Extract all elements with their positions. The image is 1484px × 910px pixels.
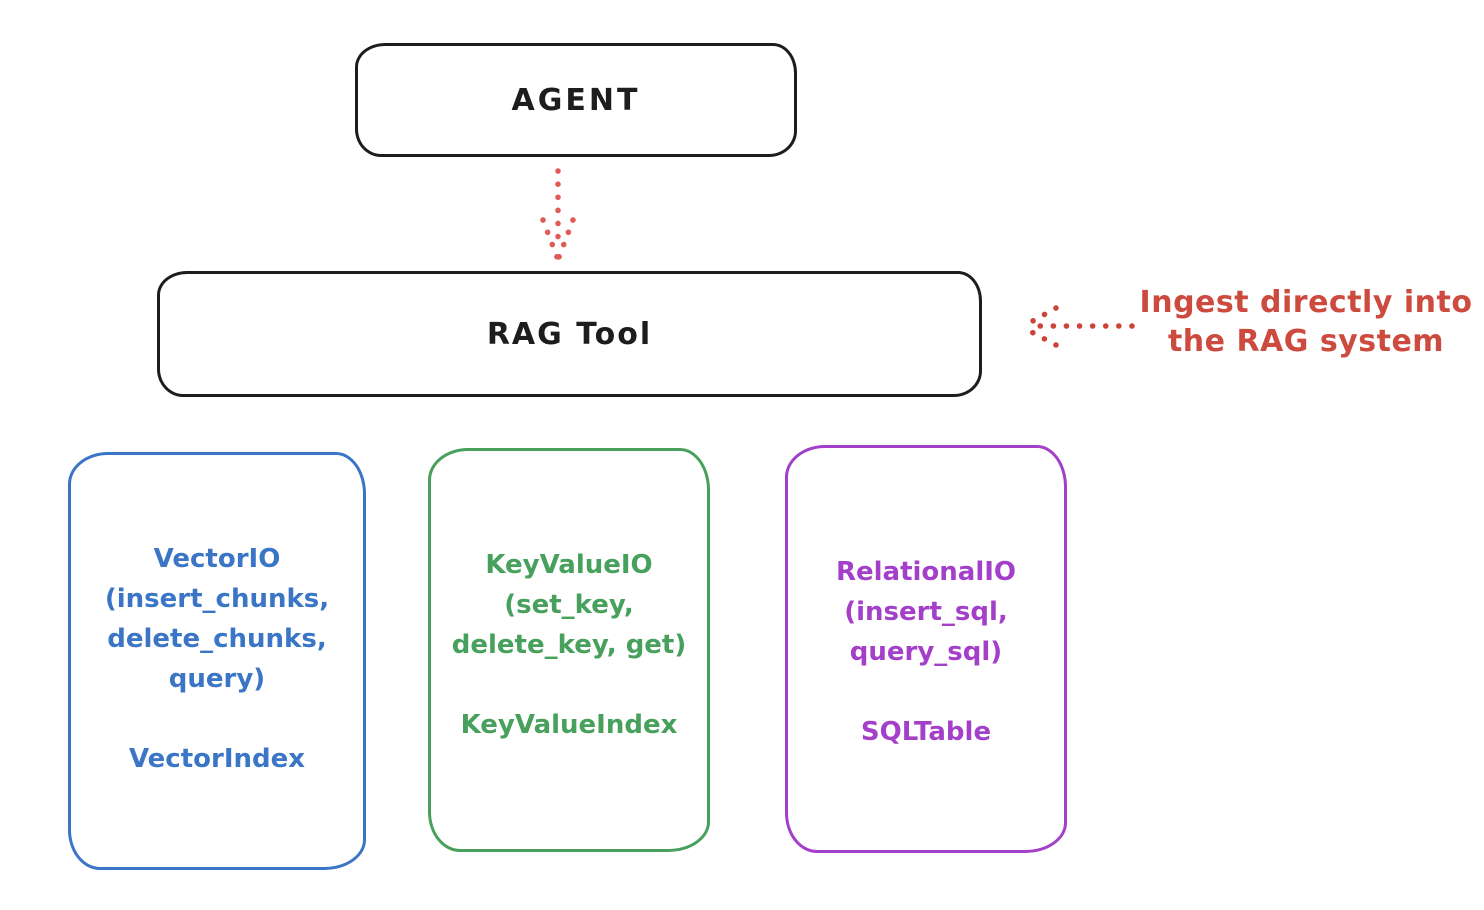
vector-io-line: (insert_chunks, bbox=[104, 584, 330, 614]
relational-io-line: RelationalIO bbox=[835, 557, 1017, 587]
agent-box: AGENT bbox=[355, 43, 797, 157]
keyvalue-io-line: KeyValueIO bbox=[485, 550, 653, 580]
vector-io-line: delete_chunks, bbox=[107, 624, 327, 654]
agent-box-label: AGENT bbox=[511, 82, 641, 118]
relational-io-box: RelationalIO (insert_sql, query_sql) SQL… bbox=[785, 445, 1067, 853]
relational-io-methods: RelationalIO (insert_sql, query_sql) bbox=[836, 552, 1016, 672]
sql-table-label: SQLTable bbox=[860, 717, 992, 747]
annotation-dotted-arrow-icon bbox=[1019, 305, 1135, 348]
keyvalue-index-label: KeyValueIndex bbox=[460, 710, 678, 740]
ingest-annotation-line1: Ingest directly into bbox=[1139, 285, 1473, 320]
rag-tool-box-label: RAG Tool bbox=[486, 316, 653, 352]
vector-io-box: VectorIO (insert_chunks, delete_chunks, … bbox=[68, 452, 366, 870]
keyvalue-io-methods: KeyValueIO (set_key, delete_key, get) bbox=[452, 545, 687, 665]
rag-tool-box: RAG Tool bbox=[157, 271, 982, 397]
keyvalue-io-line: (set_key, bbox=[504, 590, 634, 620]
relational-io-line: (insert_sql, bbox=[844, 597, 1008, 627]
vector-io-line: VectorIO bbox=[153, 544, 281, 574]
keyvalue-io-box: KeyValueIO (set_key, delete_key, get) Ke… bbox=[428, 448, 710, 852]
vector-index-label: VectorIndex bbox=[128, 744, 306, 774]
agent-to-rag-dotted-arrow-icon bbox=[540, 168, 576, 260]
vector-io-line: query) bbox=[168, 664, 266, 694]
vector-io-methods: VectorIO (insert_chunks, delete_chunks, … bbox=[105, 539, 329, 699]
keyvalue-io-line: delete_key, get) bbox=[451, 630, 687, 660]
ingest-annotation-line2: the RAG system bbox=[1167, 324, 1445, 359]
relational-io-line: query_sql) bbox=[849, 637, 1003, 667]
ingest-annotation: Ingest directly into the RAG system bbox=[1138, 283, 1474, 361]
